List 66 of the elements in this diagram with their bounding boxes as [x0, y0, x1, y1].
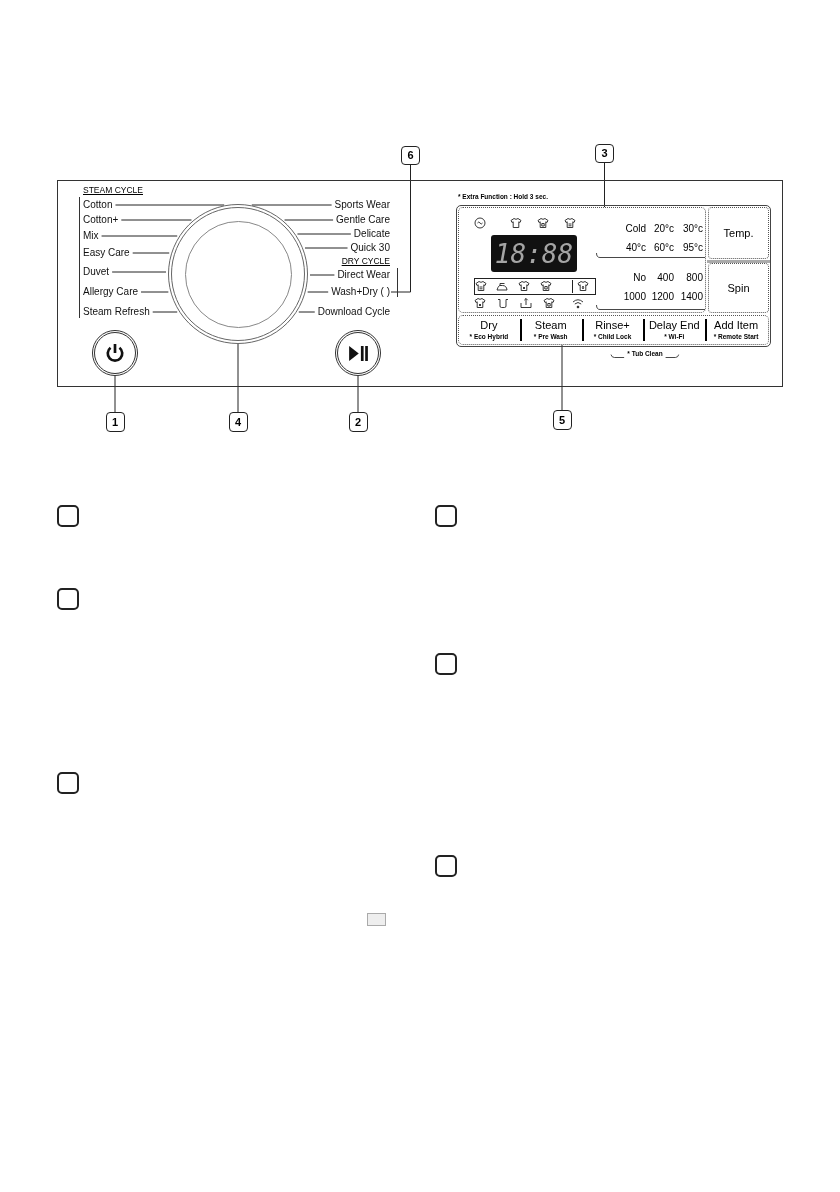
- program-label: Cotton+: [83, 213, 119, 227]
- program-label: Allergy Care: [83, 285, 139, 299]
- blank-callout-marker: [57, 588, 79, 610]
- callout-number: 5: [552, 410, 572, 430]
- setting-value: 400: [657, 272, 674, 284]
- leader-line: [237, 343, 239, 413]
- program-label: Cotton: [83, 198, 113, 212]
- program-label: Delicate: [353, 227, 390, 241]
- blank-callout-marker: [435, 855, 457, 877]
- leader-line: [152, 311, 178, 313]
- blank-callout-marker: [435, 653, 457, 675]
- program-label: Sports Wear: [334, 198, 390, 212]
- blank-callout-marker: [57, 772, 79, 794]
- display-panel: [458, 207, 706, 313]
- setting-value: Cold: [625, 223, 646, 235]
- leader-line: [604, 162, 605, 208]
- program-label: Gentle Care: [336, 213, 390, 227]
- section-heading: STEAM CYCLE: [83, 185, 143, 196]
- led-display: 18:88: [491, 235, 577, 272]
- program-label: Wash+Dry ( ): [331, 285, 390, 299]
- blank-callout-marker: [57, 505, 79, 527]
- setting-value: 1200: [651, 291, 674, 303]
- blank-callout-marker: [435, 505, 457, 527]
- power-button: [92, 330, 138, 376]
- leader-line: [111, 271, 167, 273]
- callout-number: 1: [105, 412, 125, 432]
- control-panel: [57, 180, 783, 387]
- program-label: Easy Care: [83, 246, 130, 260]
- program-label: Quick 30: [350, 241, 390, 255]
- callout-number: 2: [348, 412, 368, 432]
- leader-line: [114, 375, 116, 413]
- program-label: Mix: [83, 229, 99, 243]
- setting-value: 95°c: [682, 242, 703, 254]
- leader-line: [132, 252, 170, 254]
- program-label: Download Cycle: [317, 305, 390, 319]
- leader-line: [309, 274, 335, 276]
- leader-line: [390, 164, 411, 293]
- setting-value: 60°c: [653, 242, 674, 254]
- setting-value: 1000: [623, 291, 646, 303]
- setting-value: 1400: [680, 291, 703, 303]
- setting-value: 30°c: [682, 223, 703, 235]
- section-heading: DRY CYCLE: [341, 256, 390, 267]
- leader-line: [307, 291, 329, 293]
- setting-value: 40°c: [625, 242, 646, 254]
- leader-line: [251, 204, 333, 206]
- callout-number: 3: [595, 144, 614, 163]
- leader-line: [357, 375, 359, 413]
- leader-line: [101, 235, 178, 237]
- program-label: Steam Refresh: [83, 305, 150, 319]
- start-pause-button: [335, 330, 381, 376]
- setting-value: 20°c: [653, 223, 674, 235]
- leader-line: [561, 344, 563, 411]
- setting-value: No: [633, 272, 646, 284]
- program-label: Duvet: [83, 265, 110, 279]
- program-label: Direct Wear: [337, 268, 390, 282]
- leader-line: [304, 247, 349, 249]
- callout-number: 6: [401, 146, 420, 165]
- setting-value: 800: [686, 272, 703, 284]
- leader-line: [114, 204, 225, 206]
- leader-line: [284, 219, 334, 221]
- leader-line: [298, 311, 316, 313]
- leader-line: [296, 233, 352, 235]
- callout-number: 4: [228, 412, 248, 432]
- display-frame: [456, 205, 771, 347]
- leader-line: [120, 219, 192, 221]
- leader-line: [140, 291, 169, 293]
